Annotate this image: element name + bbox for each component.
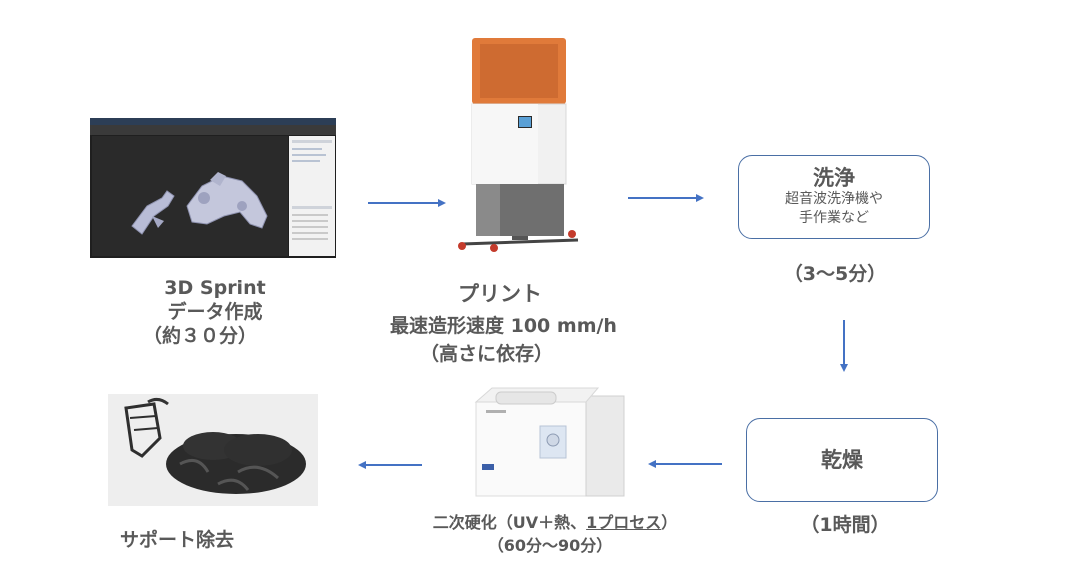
dry-step-box: 乾燥 [746, 418, 938, 502]
arrow-dry-to-cure [648, 460, 722, 468]
curing-control-panel [539, 425, 567, 459]
cure-step-suffix: ） [661, 513, 678, 532]
wash-step-desc-2: 手作業など [799, 210, 869, 226]
dry-step-time: （1時間） [800, 514, 890, 536]
software-step-title: データ作成 [167, 301, 263, 323]
software-screenshot [90, 118, 336, 258]
software-name: 3D Sprint [164, 277, 266, 299]
software-step-label: 3D Sprint データ作成 [150, 276, 280, 324]
printed-parts-photo [108, 394, 318, 506]
cure-step-prefix: 二次硬化（UV＋熱、 [432, 513, 587, 532]
arrow-print-to-wash [628, 194, 704, 202]
wash-step-title: 洗浄 [813, 166, 855, 190]
arrow-wash-to-dry [840, 320, 848, 372]
parts-pile-drawing [124, 397, 306, 494]
wash-step-desc-1: 超音波洗浄機や [785, 191, 883, 207]
cure-step-title: 二次硬化（UV＋熱、1プロセス） [390, 513, 720, 533]
software-toolbar [90, 125, 336, 135]
cad-models-drawing [131, 172, 268, 235]
cure-step-process: 1プロセス [586, 513, 662, 532]
arrow-software-to-print [368, 199, 446, 207]
side-panel-lines [292, 140, 332, 240]
printer-image [458, 38, 579, 252]
software-titlebar [90, 118, 336, 125]
software-step-time: （約３０分） [142, 325, 257, 347]
curing-unit-image [474, 387, 625, 497]
wash-step-time: （3〜5分） [783, 263, 887, 285]
cure-step-time: （60分〜90分） [487, 536, 613, 555]
software-side-panel [289, 136, 335, 256]
print-speed: 最速造形速度 100 mm/h [390, 315, 617, 337]
wash-step-box: 洗浄 超音波洗浄機や 手作業など [738, 155, 930, 239]
support-removal-label: サポート除去 [120, 529, 235, 551]
print-step-title: プリント [458, 282, 542, 306]
arrow-cure-to-support [358, 461, 422, 469]
print-note: （高さに依存） [420, 343, 554, 365]
dry-step-title: 乾燥 [821, 448, 863, 472]
software-viewport [92, 136, 288, 256]
